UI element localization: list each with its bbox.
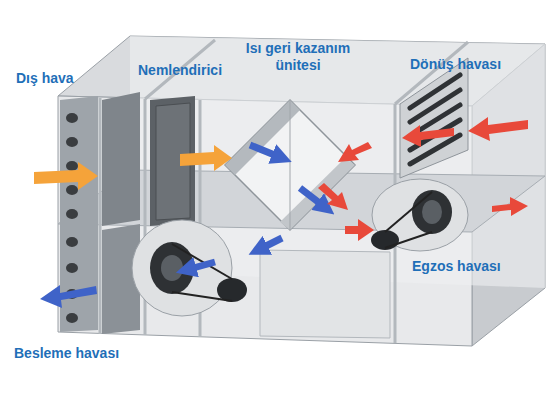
exhaust-air-label: Egzos havası — [412, 258, 501, 275]
humidifier-label: Nemlendirici — [138, 62, 222, 79]
outside-air-label: Dış hava — [16, 70, 74, 87]
heat-recovery-label: Isı geri kazanım ünitesi — [238, 40, 358, 74]
supply-air-label: Besleme havası — [14, 345, 119, 362]
return-air-label: Dönüş havası — [410, 56, 501, 73]
